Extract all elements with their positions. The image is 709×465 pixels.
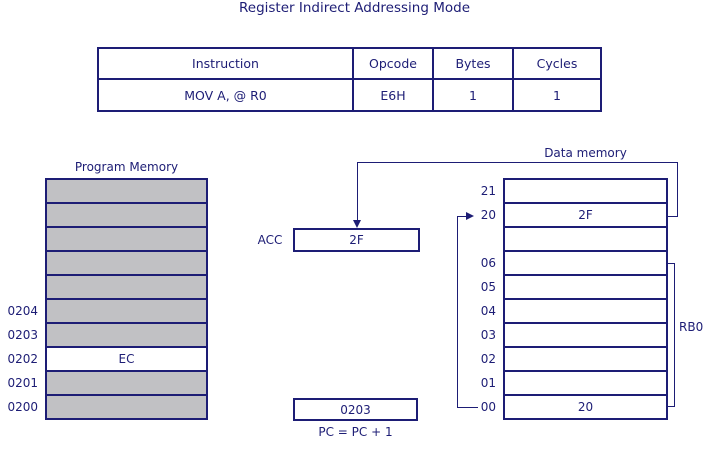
memory-address-label: 05 bbox=[480, 280, 496, 294]
table-cell-bytes: 1 bbox=[432, 78, 512, 110]
memory-address-label: 06 bbox=[480, 256, 496, 270]
memory-cell-row bbox=[47, 204, 206, 228]
rb0-label: RB0 bbox=[679, 320, 704, 334]
memory-cell-row: 0204 bbox=[7, 300, 206, 324]
memory-cell-row: 05 bbox=[480, 276, 666, 300]
table-header-cycles: Cycles bbox=[512, 49, 600, 78]
memory-address-label: 0200 bbox=[7, 400, 38, 414]
table-header-instruction: Instruction bbox=[192, 56, 259, 71]
table-cell-cycles: 1 bbox=[512, 78, 600, 110]
connector-datamem-to-acc-horizontal bbox=[357, 162, 678, 163]
acc-value: 2F bbox=[349, 233, 364, 247]
acc-value-box: 2F bbox=[293, 228, 420, 252]
rb0-bracket bbox=[668, 263, 675, 407]
data-memory-label: Data memory bbox=[544, 146, 627, 160]
connector-r0-to-addr20-vertical bbox=[457, 216, 458, 408]
memory-cell-row: 21 bbox=[480, 180, 666, 204]
pc-value: 0203 bbox=[340, 402, 371, 417]
arrowhead-to-addr20-icon bbox=[466, 212, 474, 220]
memory-cell-value: 20 bbox=[577, 400, 594, 414]
table-cell-opcode: E6H bbox=[352, 78, 432, 110]
memory-cell-row: 04 bbox=[480, 300, 666, 324]
memory-address-label: 01 bbox=[480, 376, 496, 390]
memory-address-label: 21 bbox=[480, 184, 496, 198]
arrowhead-into-acc-icon bbox=[353, 220, 361, 228]
table-header-opcode: Opcode bbox=[352, 49, 432, 78]
memory-cell-row bbox=[47, 252, 206, 276]
memory-cell-row: 02 bbox=[480, 348, 666, 372]
connector-r0-to-addr20-top bbox=[457, 216, 467, 217]
memory-cell-row bbox=[47, 180, 206, 204]
memory-address-label: 0202 bbox=[7, 352, 38, 366]
memory-cell-row: 00 20 bbox=[480, 396, 666, 418]
memory-cell-row: 20 2F bbox=[480, 204, 666, 228]
memory-address-label: 20 bbox=[480, 208, 496, 222]
program-memory-label: Program Memory bbox=[74, 160, 179, 174]
memory-cell-value: 2F bbox=[578, 208, 593, 222]
memory-address-label: 0204 bbox=[7, 304, 38, 318]
data-memory-block: 21 20 2F 06 05 04 03 02 01 00 20 bbox=[480, 178, 668, 420]
memory-cell-row bbox=[47, 276, 206, 300]
instruction-table: Instruction Opcode Bytes Cycles MOV A, @… bbox=[97, 47, 602, 112]
connector-datamem-to-acc-rise bbox=[677, 162, 678, 217]
memory-cell-row bbox=[505, 228, 666, 252]
program-memory-block: 0204 0203 0202 EC 0201 0200 bbox=[7, 178, 208, 420]
memory-cell-value: EC bbox=[118, 352, 135, 366]
memory-cell-row: 06 bbox=[480, 252, 666, 276]
memory-address-label: 02 bbox=[480, 352, 496, 366]
memory-address-label: 04 bbox=[480, 304, 496, 318]
table-header-bytes: Bytes bbox=[432, 49, 512, 78]
memory-address-label: 0203 bbox=[7, 328, 38, 342]
connector-datamem-to-acc-tick bbox=[668, 216, 678, 217]
memory-address-label: 00 bbox=[480, 400, 496, 414]
page-title: Register Indirect Addressing Mode bbox=[238, 0, 470, 16]
memory-cell-row: 03 bbox=[480, 324, 666, 348]
pc-value-box: 0203 bbox=[293, 398, 418, 421]
table-cell-instruction: MOV A, @ R0 bbox=[99, 78, 352, 110]
memory-cell-row: 0201 bbox=[7, 372, 206, 396]
memory-cell-row: 01 bbox=[480, 372, 666, 396]
memory-cell-row: 0200 bbox=[7, 396, 206, 418]
connector-r0-to-addr20-bottom bbox=[457, 407, 478, 408]
pc-increment-caption: PC = PC + 1 bbox=[318, 425, 393, 439]
memory-address-label: 03 bbox=[480, 328, 496, 342]
connector-datamem-to-acc-drop bbox=[357, 162, 358, 221]
memory-cell-row: 0202 EC bbox=[7, 348, 206, 372]
memory-address-label: 0201 bbox=[7, 376, 38, 390]
memory-cell-row bbox=[47, 228, 206, 252]
memory-cell-row: 0203 bbox=[7, 324, 206, 348]
acc-label: ACC bbox=[257, 233, 283, 247]
